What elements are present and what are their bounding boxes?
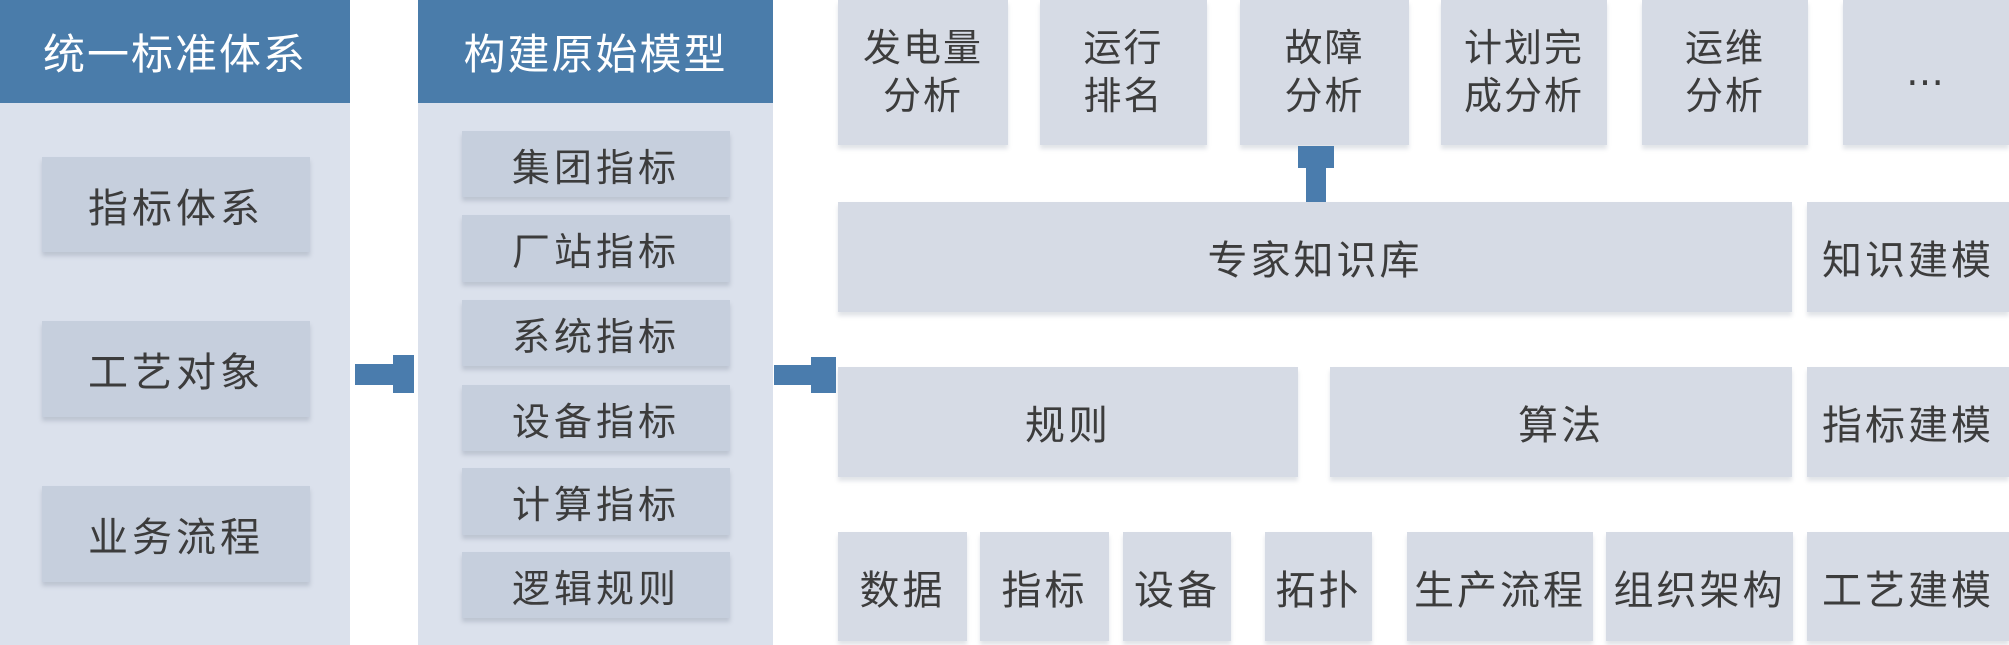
process-modeling-label: 工艺建模	[1822, 567, 1994, 614]
algorithms-box: 算法	[1330, 367, 1792, 477]
expert-knowledge-base-box: 专家知识库	[838, 202, 1792, 312]
base-box-label: 生产流程	[1414, 567, 1586, 614]
knowledge-modeling-label: 知识建模	[1822, 238, 1994, 284]
model-panel-item-logic-rule: 逻辑规则	[462, 552, 730, 618]
analysis-box-maintenance: 运维 分析	[1642, 0, 1808, 145]
knowledge-modeling-box: 知识建模	[1807, 202, 2009, 312]
arrow-stem	[1306, 168, 1326, 203]
analysis-box-line: 分析	[882, 73, 963, 118]
base-box-production-flow: 生产流程	[1407, 532, 1593, 641]
model-panel-item-plant-indicator: 厂站指标	[462, 215, 730, 282]
process-modeling-box: 工艺建模	[1807, 532, 2009, 641]
left-panel-item-process-object: 工艺对象	[42, 321, 310, 417]
arrow-head	[811, 357, 836, 393]
ellipsis-icon: …	[1906, 49, 1946, 94]
model-panel-item-calc-indicator: 计算指标	[462, 468, 730, 535]
analysis-box-operation-ranking: 运行 排名	[1040, 0, 1207, 145]
base-box-label: 拓扑	[1275, 567, 1362, 614]
left-panel-item-label: 业务流程	[88, 515, 264, 561]
arrow-stem	[355, 364, 393, 385]
unified-standard-panel-title: 统一标准体系	[42, 30, 307, 79]
rules-box: 规则	[838, 367, 1298, 477]
model-panel-item-label: 计算指标	[511, 483, 680, 527]
base-box-label: 组织架构	[1613, 567, 1786, 614]
arrow-right-icon	[774, 357, 836, 393]
analysis-box-line: 故障	[1284, 26, 1365, 71]
base-box-label: 设备	[1134, 567, 1220, 614]
model-panel-item-label: 逻辑规则	[511, 566, 680, 611]
analysis-box-line: 排名	[1083, 73, 1164, 118]
indicator-modeling-label: 指标建模	[1822, 403, 1994, 449]
analysis-box-line: 运维	[1684, 26, 1765, 71]
analysis-box-more: …	[1843, 0, 2009, 145]
base-box-indicator: 指标	[980, 532, 1109, 641]
unified-standard-panel-header: 统一标准体系	[0, 0, 350, 103]
arrow-right-icon	[355, 355, 415, 393]
algorithms-label: 算法	[1518, 403, 1604, 449]
model-panel-item-system-indicator: 系统指标	[462, 300, 730, 366]
model-panel-item-equipment-indicator: 设备指标	[462, 385, 730, 451]
rules-label: 规则	[1025, 403, 1111, 449]
left-panel-item-label: 工艺对象	[88, 350, 264, 396]
left-panel-item-indicator-system: 指标体系	[42, 157, 310, 252]
base-box-org-structure: 组织架构	[1606, 532, 1793, 641]
analysis-box-line: 分析	[1284, 73, 1365, 118]
analysis-box-fault: 故障 分析	[1240, 0, 1409, 145]
model-panel-item-label: 厂站指标	[511, 230, 680, 274]
analysis-box-line: 分析	[1684, 73, 1765, 118]
arrow-head	[1298, 146, 1334, 168]
arrow-up-icon	[1298, 146, 1334, 203]
analysis-box-line: 运行	[1083, 26, 1164, 71]
left-panel-item-business-flow: 业务流程	[42, 486, 310, 582]
analysis-box-plan-completion: 计划完 成分析	[1441, 0, 1607, 145]
analysis-box-line: 计划完	[1463, 26, 1584, 71]
model-panel-item-label: 设备指标	[511, 399, 680, 444]
analysis-box-generation: 发电量 分析	[838, 0, 1008, 145]
base-box-label: 指标	[1001, 567, 1088, 614]
expert-knowledge-base-label: 专家知识库	[1207, 238, 1423, 284]
base-box-label: 数据	[859, 567, 946, 614]
analysis-box-line: 发电量	[862, 26, 983, 71]
base-box-topology: 拓扑	[1265, 532, 1372, 641]
arrow-stem	[774, 365, 811, 385]
left-panel-item-label: 指标体系	[88, 185, 264, 232]
base-box-data: 数据	[838, 532, 967, 641]
arrow-head	[393, 355, 414, 393]
analysis-box-line: 成分析	[1463, 73, 1584, 118]
model-panel-item-label: 集团指标	[511, 145, 680, 190]
indicator-modeling-box: 指标建模	[1807, 367, 2009, 477]
model-panel-item-label: 系统指标	[511, 314, 680, 359]
original-model-panel-header: 构建原始模型	[418, 0, 773, 103]
model-panel-item-group-indicator: 集团指标	[462, 131, 730, 197]
base-box-equipment: 设备	[1123, 532, 1231, 641]
original-model-panel-title: 构建原始模型	[463, 30, 728, 79]
